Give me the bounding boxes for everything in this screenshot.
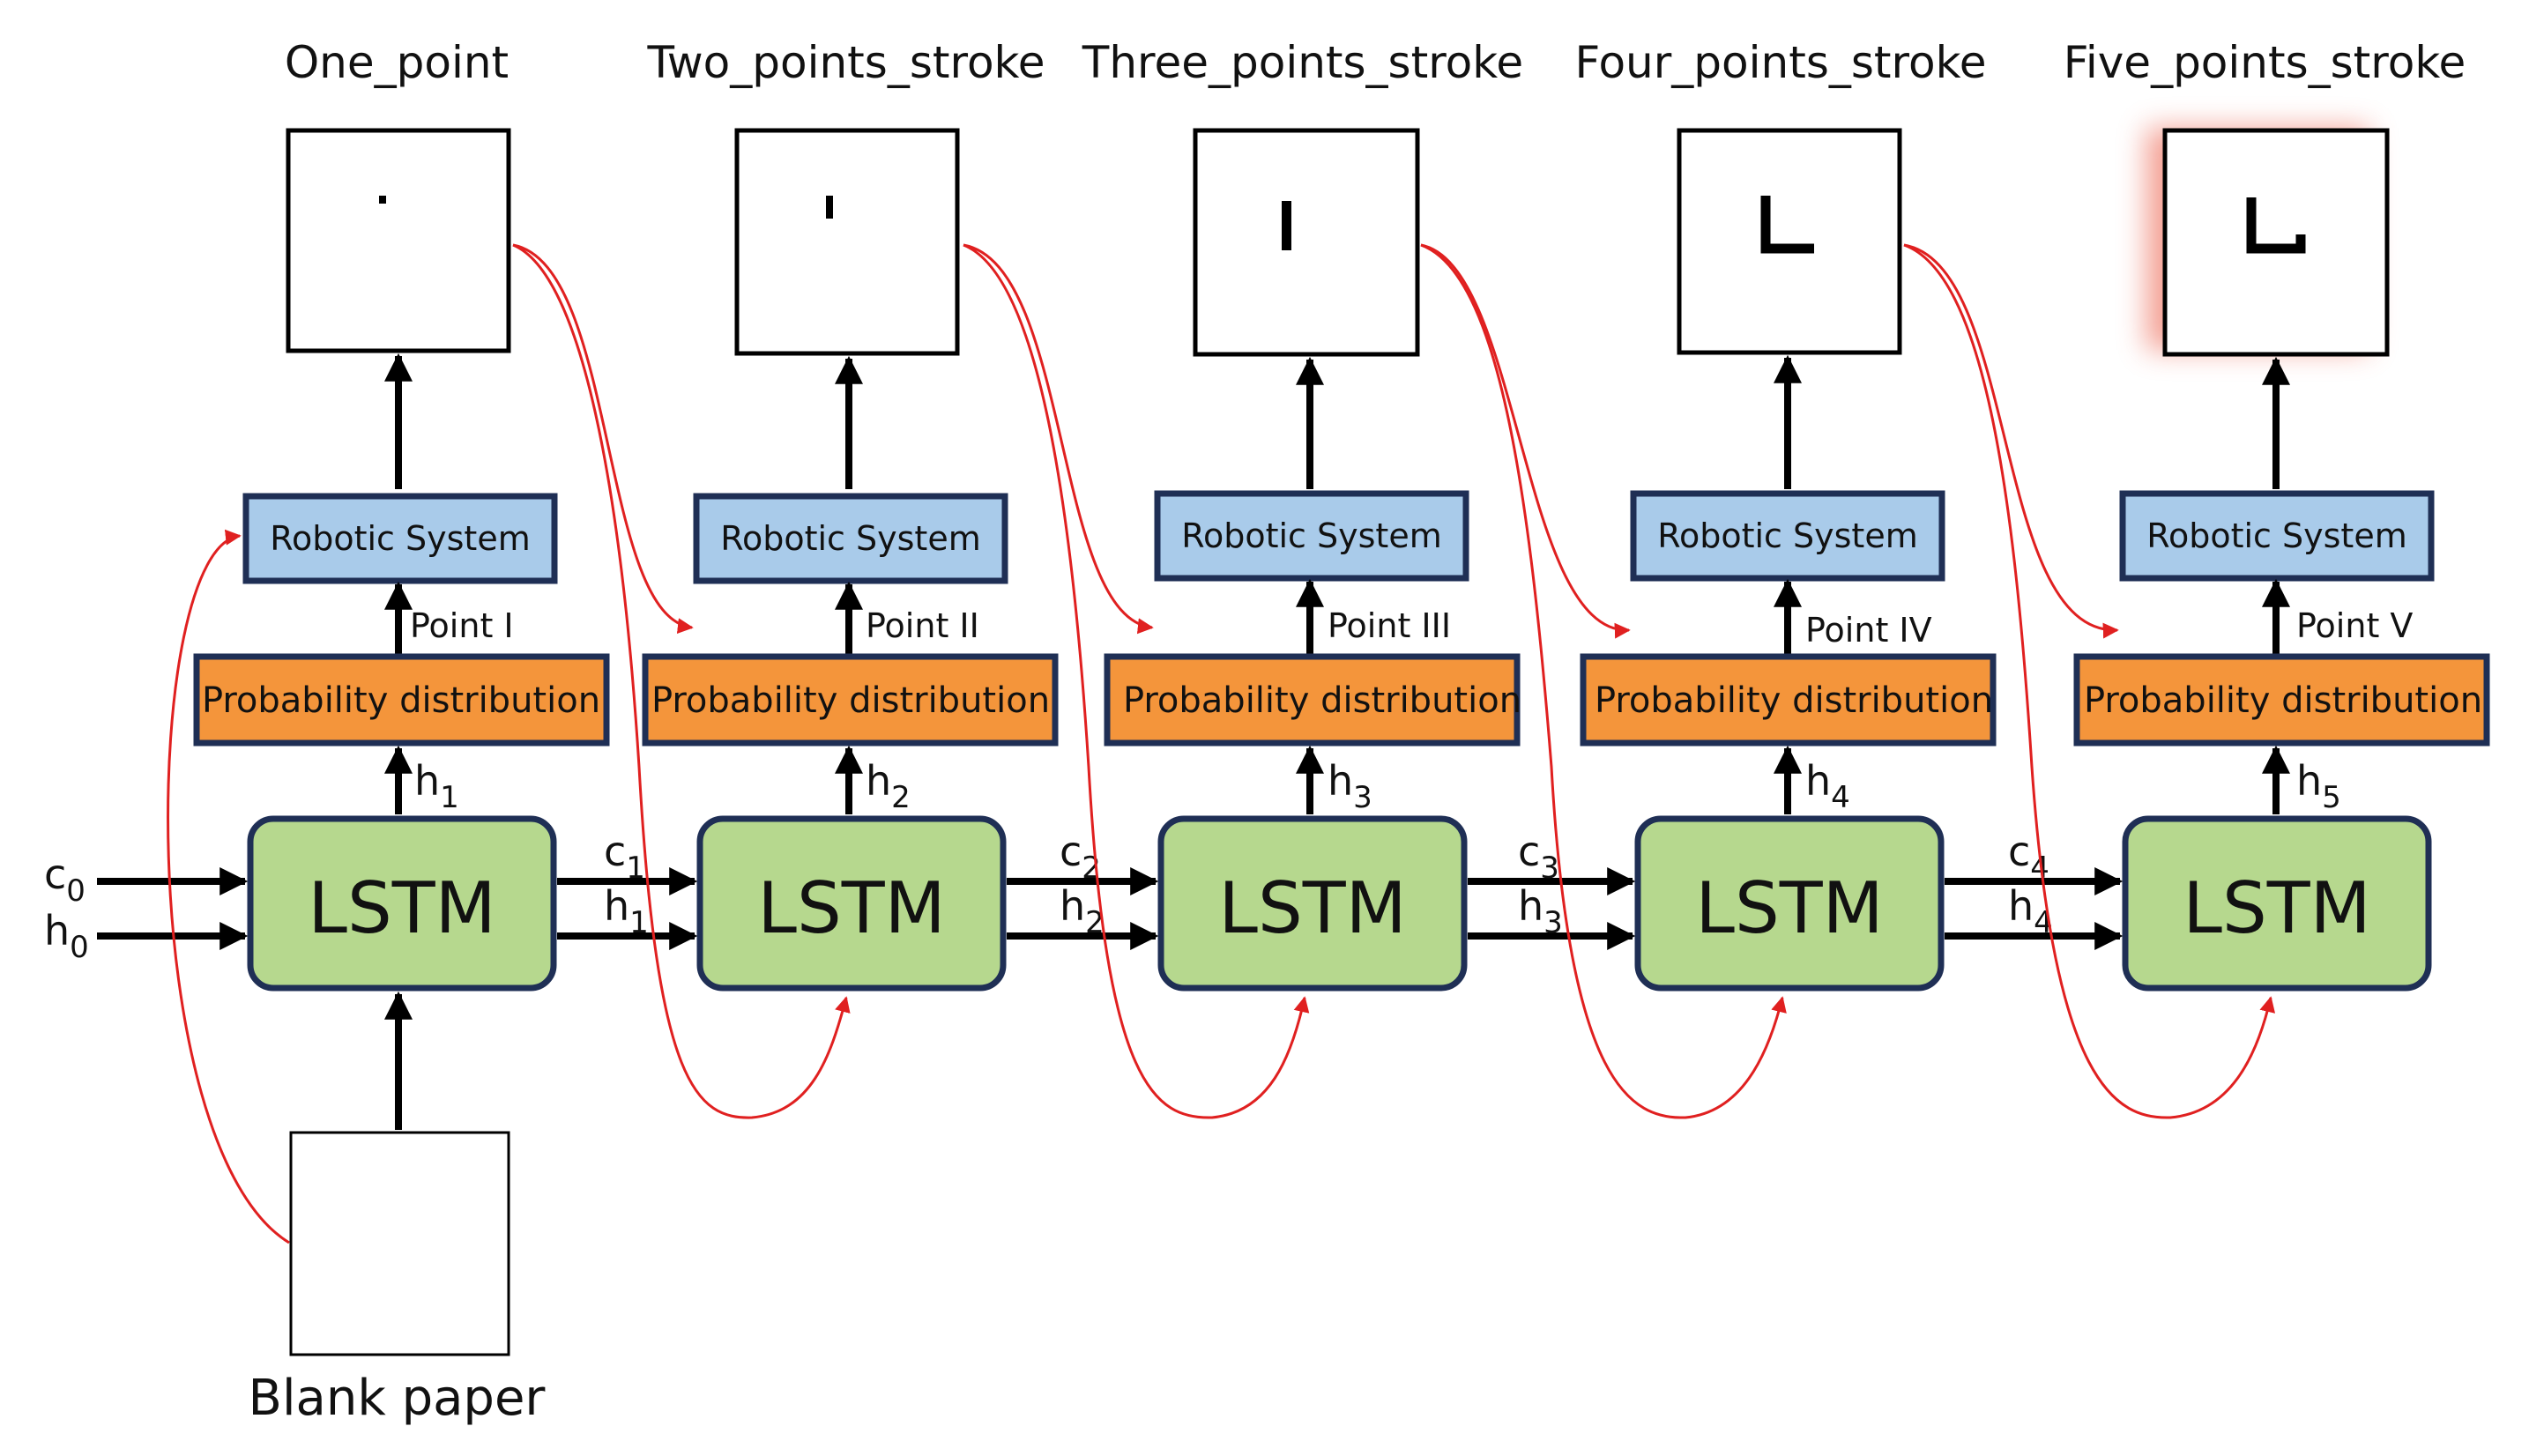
feedback-arrow-output2-to-lstm3 [963, 243, 1310, 1119]
stage-4: Four_points_stroke Robotic System Point … [1574, 37, 1997, 992]
stage-title: Two_points_stroke [647, 37, 1045, 88]
stage-2: Two_points_stroke Robotic System Point I… [642, 37, 1059, 992]
drawn-stroke-mark [1282, 201, 1291, 250]
robotic-system-box [1154, 490, 1469, 582]
lstm-label: LSTM [1218, 867, 1406, 949]
probability-distribution-box [1580, 653, 1997, 747]
hidden-label: h1 [414, 757, 459, 815]
transition-3: c3 h3 [1468, 828, 1636, 950]
stage-title: Three_points_stroke [1082, 37, 1523, 88]
transition-4: c4 h4 [1945, 828, 2124, 950]
lstm-cell [1157, 815, 1468, 992]
blank-paper-canvas [289, 1131, 510, 1356]
hidden-label: h4 [1805, 757, 1850, 815]
probability-distribution-label: Probability distribution [651, 680, 1050, 721]
probability-distribution-box [1104, 653, 1521, 747]
cell-state-label: c4 [2008, 828, 2049, 886]
robotic-system-label: Robotic System [1657, 516, 1917, 555]
probability-distribution-label: Probability distribution [202, 680, 600, 721]
point-label: Point III [1328, 606, 1451, 645]
hidden-label: h5 [2296, 757, 2341, 815]
feedback-arrow-blank-to-robotic [167, 529, 290, 1244]
robotic-system-label: Robotic System [720, 519, 980, 558]
probability-distribution-box [642, 653, 1059, 747]
output-canvas [286, 128, 511, 353]
feedback-arrow-output2-to-robotic3 [963, 243, 1154, 635]
stage-3: Three_points_stroke Robotic System Point… [1082, 37, 1523, 992]
cell-state-label: c1 [604, 828, 645, 886]
robotic-system-label: Robotic System [2146, 516, 2406, 555]
feedback-arrow-output3-to-lstm4 [1420, 243, 1787, 1119]
initial-hidden-state-label: h0 [44, 907, 89, 965]
lstm-cell [2122, 815, 2432, 992]
robotic-system-box [2119, 490, 2435, 582]
output-canvas [1193, 128, 1420, 357]
feedback-arrow-output1-to-lstm2 [512, 243, 851, 1119]
probability-distribution-box [2073, 653, 2490, 747]
hidden-label: h2 [866, 757, 911, 815]
feedback-arrow-output3-to-robotic4 [1420, 243, 1631, 639]
robotic-system-box [242, 493, 558, 584]
feedback-arrow-output4-to-robotic5 [1903, 243, 2119, 639]
lstm-cell [1634, 815, 1945, 992]
feedback-arrow-output1-to-robotic2 [512, 243, 694, 635]
point-label: Point I [410, 606, 514, 645]
drawn-stroke-mark [1760, 196, 1814, 254]
stage-title: Four_points_stroke [1574, 37, 1986, 88]
point-label: Point IV [1805, 611, 1932, 650]
lstm-label: LSTM [308, 867, 495, 949]
probability-distribution-label: Probability distribution [1595, 680, 1993, 721]
stage-title: One_point [285, 37, 509, 88]
drawn-stroke-mark [379, 196, 386, 204]
transition-1: c1 h1 [557, 828, 698, 950]
stage-title: Five_points_stroke [2064, 37, 2466, 88]
output-canvas [734, 128, 960, 356]
robotic-system-label: Robotic System [1181, 516, 1441, 555]
initial-cell-state-label: c0 [44, 851, 86, 909]
output-canvas [2162, 128, 2390, 357]
transition-2: c2 h2 [1007, 828, 1159, 950]
probability-distribution-label: Probability distribution [1123, 680, 1521, 721]
drawn-stroke-mark [2246, 197, 2306, 254]
stage-5: Five_points_stroke Robotic System Point … [2064, 37, 2490, 992]
robotic-system-box [1630, 490, 1945, 582]
stage-1: One_point Robotic System Point I Probabi… [193, 37, 610, 992]
probability-distribution-box [193, 653, 610, 747]
lstm-cell [696, 815, 1007, 992]
probability-distribution-label: Probability distribution [2084, 680, 2482, 721]
hidden-state-label: h3 [1518, 882, 1563, 940]
hidden-state-label: h2 [1060, 882, 1105, 940]
blank-paper-input: Blank paper [249, 991, 547, 1427]
drawn-stroke-mark [826, 196, 833, 219]
hidden-label: h3 [1328, 757, 1372, 815]
point-label: Point V [2296, 606, 2413, 645]
robotic-system-label: Robotic System [270, 519, 530, 558]
lstm-label: LSTM [1695, 867, 1883, 949]
lstm-label: LSTM [2183, 867, 2370, 949]
cell-state-label: c3 [1518, 828, 1559, 886]
lstm-cell [247, 815, 557, 992]
hidden-state-label: h1 [604, 882, 649, 940]
feedback-arrows [167, 243, 2276, 1244]
point-label: Point II [866, 606, 979, 645]
initial-state: c0 h0 [44, 851, 249, 965]
lstm-label: LSTM [757, 867, 945, 949]
blank-paper-label: Blank paper [249, 1370, 547, 1427]
robotic-system-box [693, 493, 1008, 584]
output-canvas [1677, 128, 1902, 355]
feedback-arrow-output4-to-lstm5 [1903, 243, 2276, 1119]
